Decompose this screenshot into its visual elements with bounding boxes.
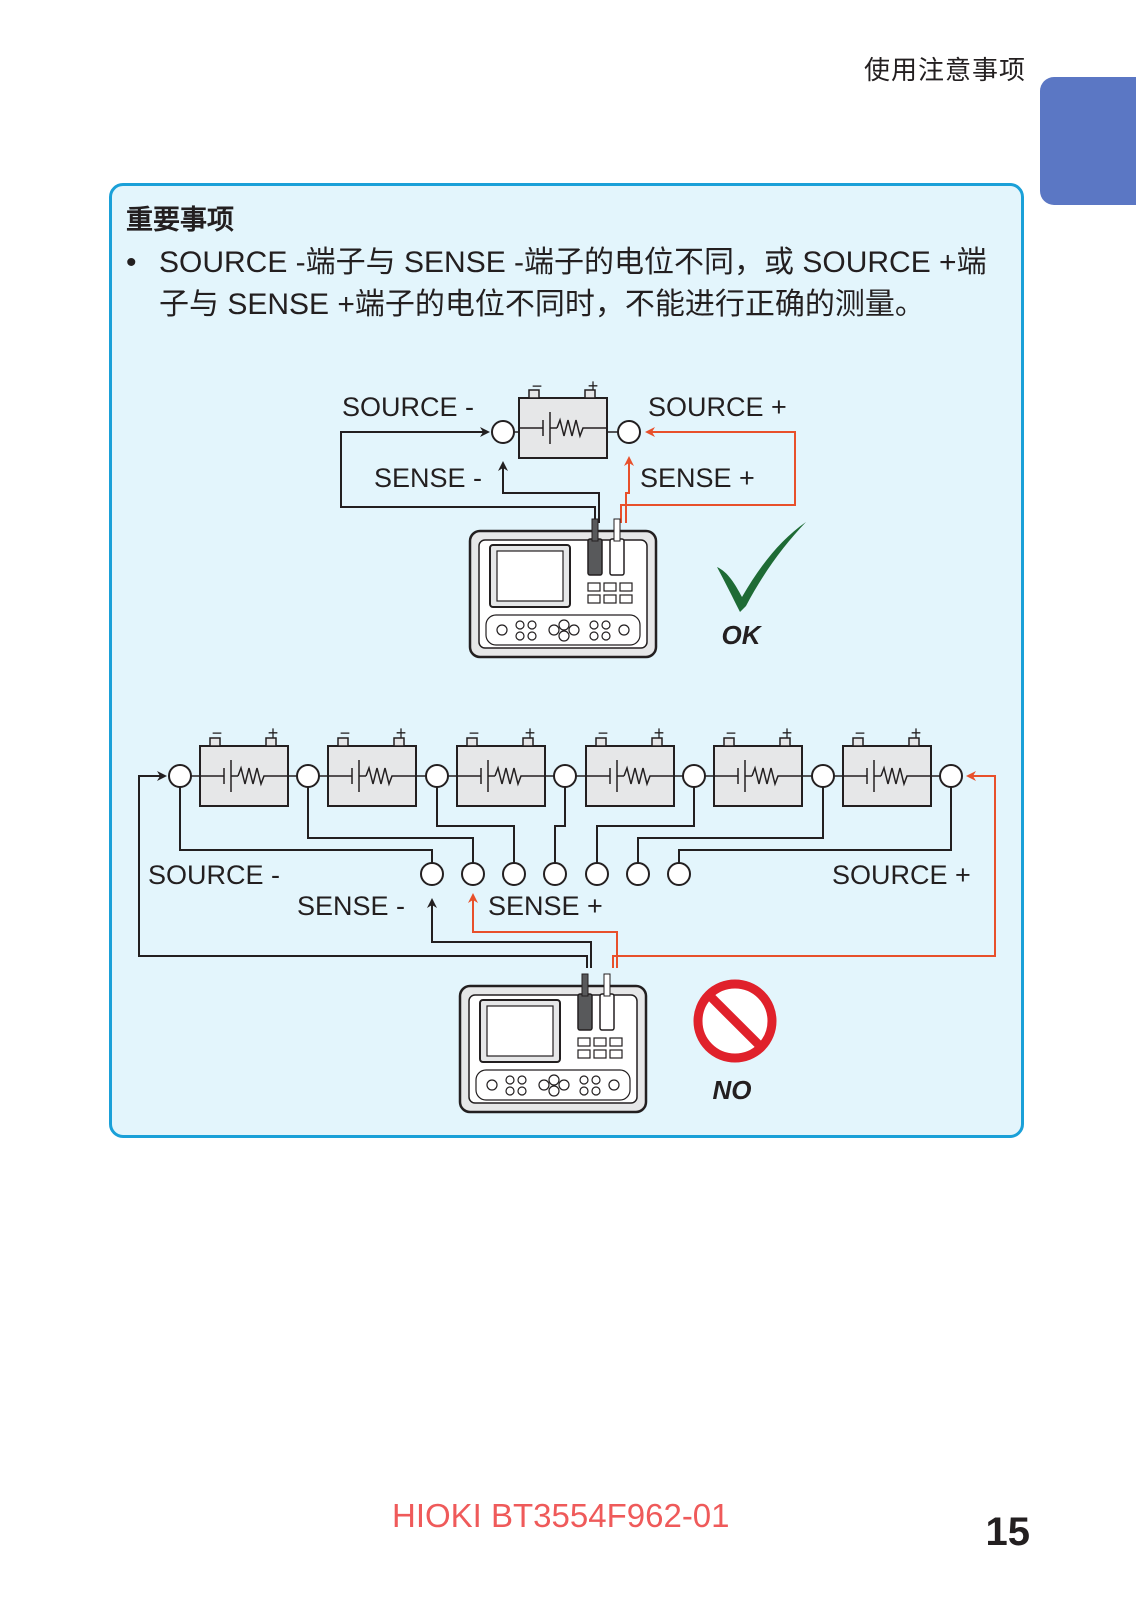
terminal [502, 862, 526, 886]
battery-minus-mark: − [340, 723, 351, 743]
label-sense-minus: SENSE - [297, 891, 405, 921]
battery-plus-mark: + [268, 723, 279, 743]
battery-minus-mark: − [212, 723, 223, 743]
terminal-minus [491, 420, 515, 444]
important-notice-box: 重要事项 • SOURCE -端子与 SENSE -端子的电位不同，或 SOUR… [109, 183, 1024, 1138]
battery-plus-mark: + [782, 723, 793, 743]
battery-tester-icon [458, 972, 648, 1114]
label-source-plus: SOURCE + [832, 860, 971, 890]
battery-minus-mark: − [598, 723, 609, 743]
notice-bullet-item: • SOURCE -端子与 SENSE -端子的电位不同，或 SOURCE +端… [126, 242, 1006, 326]
battery-minus-mark: − [532, 376, 543, 396]
label-source-minus: SOURCE - [342, 392, 474, 422]
terminal [168, 764, 192, 788]
battery-plus-mark: + [396, 723, 407, 743]
label-sense-plus: SENSE + [488, 891, 603, 921]
terminal [939, 764, 963, 788]
battery-icon [199, 737, 289, 807]
battery-plus-mark: + [911, 723, 922, 743]
terminal [553, 764, 577, 788]
battery-icon [713, 737, 803, 807]
battery-icon [842, 737, 932, 807]
page-number: 15 [985, 1510, 1031, 1554]
ok-diagram: − + SOURCE - SOURCE + SENSE - SENSE + OK [340, 376, 806, 659]
document-code: HIOKI BT3554F962-01 [392, 1497, 730, 1534]
terminal [425, 764, 449, 788]
chapter-tab [1040, 77, 1136, 205]
prohibited-icon [693, 979, 777, 1063]
page-section-title: 使用注意事项 [863, 55, 1026, 85]
battery-plus-mark: + [525, 723, 536, 743]
battery-minus-mark: − [855, 723, 866, 743]
label-sense-minus: SENSE - [374, 463, 482, 493]
battery-plus-mark: + [654, 723, 665, 743]
terminal [682, 764, 706, 788]
checkmark-icon [717, 522, 806, 612]
terminal [667, 862, 691, 886]
bullet-icon: • [126, 246, 137, 279]
battery-icon [585, 737, 675, 807]
terminal [420, 862, 444, 886]
label-source-minus: SOURCE - [148, 860, 280, 890]
terminal [543, 862, 567, 886]
battery-icon [518, 389, 608, 459]
notice-heading: 重要事项 [126, 205, 234, 235]
no-diagram: − + − + − + − + − + − + [138, 723, 996, 1114]
notice-bullet-text: SOURCE -端子与 SENSE -端子的电位不同，或 SOURCE +端子与… [159, 246, 987, 321]
label-sense-plus: SENSE + [640, 463, 755, 493]
terminal [811, 764, 835, 788]
terminal [585, 862, 609, 886]
verdict-ok: OK [722, 620, 763, 650]
battery-plus-mark: + [588, 376, 599, 396]
battery-minus-mark: − [726, 723, 737, 743]
terminal [461, 862, 485, 886]
terminal [296, 764, 320, 788]
terminal-plus [617, 420, 641, 444]
battery-icon [456, 737, 546, 807]
battery-minus-mark: − [469, 723, 480, 743]
verdict-no: NO [713, 1075, 752, 1105]
battery-tester-icon [468, 517, 658, 659]
battery-icon [327, 737, 417, 807]
label-source-plus: SOURCE + [648, 392, 787, 422]
terminal [626, 862, 650, 886]
